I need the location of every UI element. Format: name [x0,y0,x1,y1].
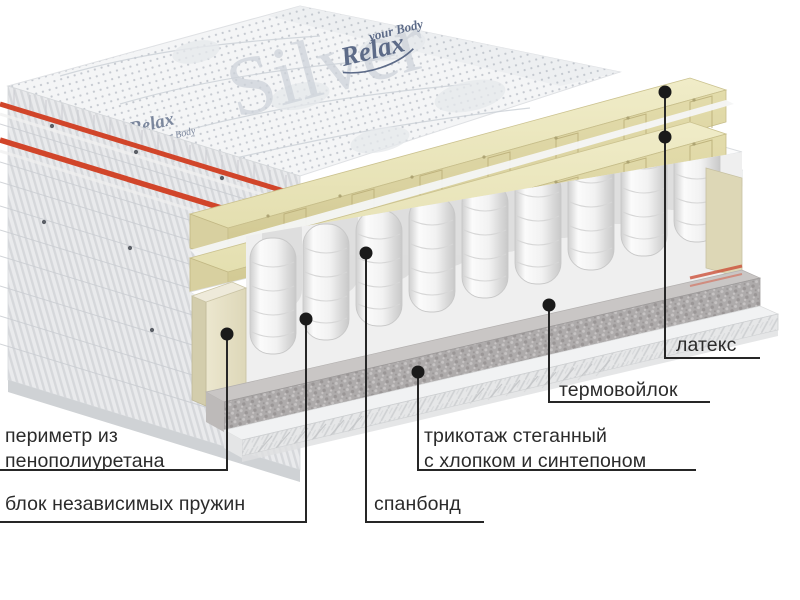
thermal-felt-layer [205,269,762,432]
red-piping-upper [0,101,301,199]
dot-thermal-felt [542,298,556,312]
callout-label-latex: латекс [676,334,737,356]
dot-latex-upper [658,85,672,99]
callout-label-foam-perimeter: периметр из пенополиуретана [5,425,165,472]
dot-spunbond [359,246,373,260]
quilted-cover-top-surface: Silver Relax your Body Relax your Body [6,0,622,177]
dot-foam-perimeter [220,327,234,341]
leader-independent-spring-block [0,319,307,523]
foam-perimeter-far-side [705,167,743,279]
dot-independent-spring-block [299,312,313,326]
leader-foam-perimeter [0,334,228,471]
callout-label-quilted-knit: трикотаж стеганный с хлопком и синтепоно… [424,425,647,472]
dot-quilted-knit [411,365,425,379]
callout-dots [220,85,672,379]
dot-latex-lower [658,130,672,144]
callout-label-independent-spring-block: блок независимых пружин [5,493,246,515]
leader-quilted-knit [417,372,696,471]
leader-thermal-felt [548,305,710,403]
leader-latex [664,92,760,359]
callout-label-thermal-felt: термовойлок [559,379,678,401]
callout-leaders [0,92,760,523]
leader-spunbond [365,253,484,523]
callout-label-spunbond: спанбонд [374,493,461,515]
